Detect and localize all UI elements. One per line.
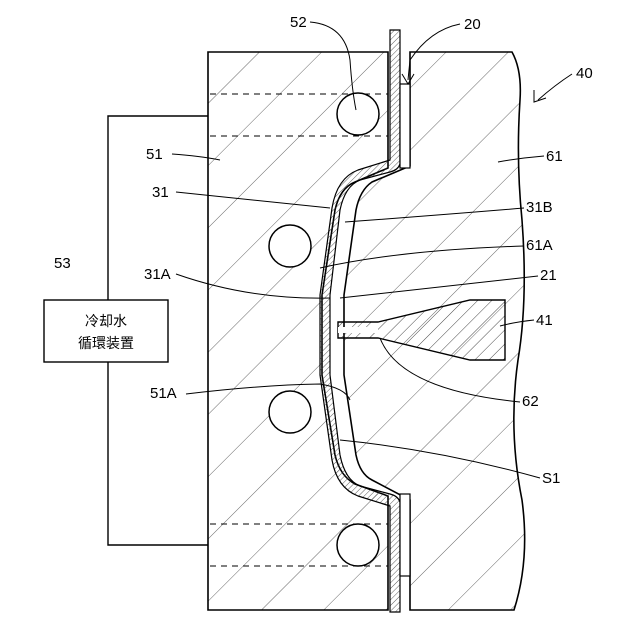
clamp-top <box>400 84 410 168</box>
cooling-hole-mid-lower <box>269 391 311 433</box>
label-21: 21 <box>540 267 557 284</box>
label-51A: 51A <box>150 385 177 402</box>
label-62: 62 <box>522 393 539 410</box>
leader-40 <box>538 74 572 100</box>
label-31A: 31A <box>144 266 171 283</box>
label-61A: 61A <box>526 237 553 254</box>
cooling-hole-top <box>337 93 379 135</box>
label-20: 20 <box>464 16 481 33</box>
cooling-hole-mid-upper <box>269 225 311 267</box>
leader-40-arrowhead <box>534 90 546 102</box>
label-S1: S1 <box>542 470 560 487</box>
cooling-hole-bottom <box>337 524 379 566</box>
label-40: 40 <box>576 65 593 82</box>
label-31: 31 <box>152 184 169 201</box>
label-53: 53 <box>54 255 71 272</box>
cooling-device-box <box>44 300 168 362</box>
clamp-bottom <box>400 494 410 576</box>
label-31B: 31B <box>526 199 553 216</box>
label-51: 51 <box>146 146 163 163</box>
label-41: 41 <box>536 312 553 329</box>
label-52: 52 <box>290 14 307 31</box>
device-line2: 循環装置 <box>78 336 134 352</box>
label-61: 61 <box>546 148 563 165</box>
device-line1: 冷却水 <box>85 314 127 330</box>
